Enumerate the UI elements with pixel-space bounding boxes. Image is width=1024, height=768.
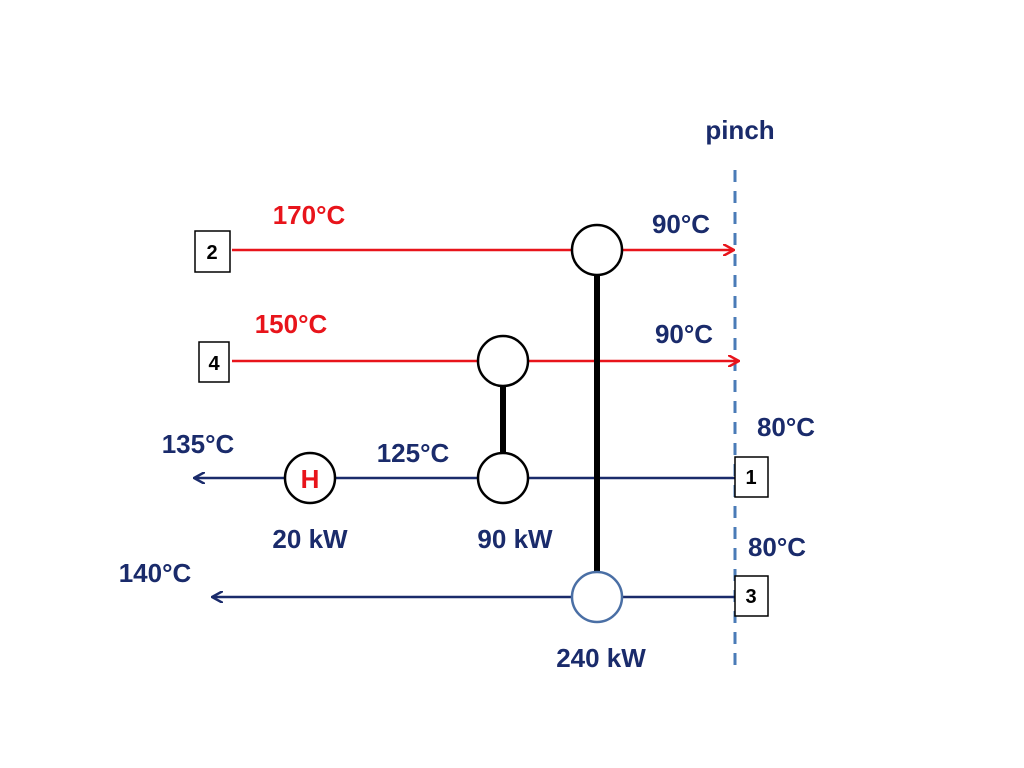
stream-4-inlet-temp: 150°C bbox=[255, 309, 328, 339]
stream-1-outlet-temp: 135°C bbox=[162, 429, 235, 459]
heater-circle bbox=[283, 451, 337, 505]
heater-duty: 20 kW bbox=[272, 524, 348, 554]
stream-2-id: 2 bbox=[206, 242, 217, 264]
stream-1-box bbox=[734, 456, 769, 498]
pinch-label: pinch bbox=[705, 115, 774, 145]
stream-1-inlet-temp: 80°C bbox=[757, 412, 815, 442]
stream-3-box bbox=[734, 575, 769, 617]
stream-3-outlet-temp: 140°C bbox=[119, 558, 192, 588]
stream-2-outlet-temp: 90°C bbox=[652, 209, 710, 239]
exchanger-90-cold-side bbox=[476, 451, 530, 505]
stream-4-id: 4 bbox=[208, 353, 220, 375]
exchanger-240-cold-side bbox=[570, 570, 624, 624]
stream-2-box bbox=[194, 230, 231, 273]
stream-3-id: 3 bbox=[745, 586, 756, 608]
exchanger-240-hot-side bbox=[570, 223, 624, 277]
exchanger-90-hot-side bbox=[476, 334, 530, 388]
stream-4-box bbox=[198, 341, 230, 383]
heater-symbol: H bbox=[301, 464, 320, 494]
stream-1-intermediate-temp: 125°C bbox=[377, 438, 450, 468]
exchanger-90-duty: 90 kW bbox=[477, 524, 553, 554]
stream-1-id: 1 bbox=[745, 467, 756, 489]
stream-3-inlet-temp: 80°C bbox=[748, 532, 806, 562]
stream-4-outlet-temp: 90°C bbox=[655, 319, 713, 349]
exchanger-240-duty: 240 kW bbox=[556, 643, 646, 673]
stream-2-inlet-temp: 170°C bbox=[273, 200, 346, 230]
